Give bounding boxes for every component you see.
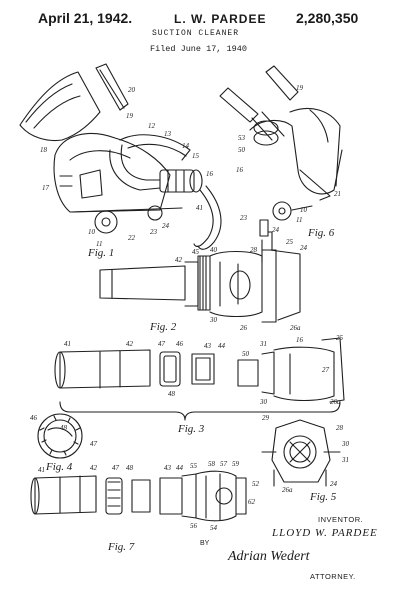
svg-text:56: 56 [190, 522, 198, 530]
figure-5-label: Fig. 5 [309, 491, 337, 503]
svg-text:58: 58 [208, 460, 216, 468]
svg-text:62: 62 [248, 498, 256, 506]
figure-6-drawing: 19 53 50 16 21 23 24 10 11 Fig. 6 [219, 65, 343, 263]
figure-7-drawing: 41 42 47 48 43 44 55 58 57 59 52 62 54 5… [30, 460, 260, 553]
patent-title: SUCTION CLEANER [152, 29, 240, 38]
svg-text:26a: 26a [282, 486, 293, 494]
svg-text:48: 48 [126, 464, 134, 472]
svg-text:57: 57 [220, 460, 228, 468]
svg-text:25: 25 [336, 334, 344, 342]
svg-text:31: 31 [341, 456, 349, 464]
svg-text:30: 30 [341, 440, 350, 448]
svg-text:12: 12 [148, 122, 156, 130]
figure-5-drawing: 29 28 30 31 26a 24 Fig. 5 [261, 414, 350, 503]
svg-text:44: 44 [218, 342, 226, 350]
svg-text:50: 50 [242, 350, 250, 358]
figure-1-drawing: 20 19 12 13 14 15 16 18 17 41 10 11 22 2… [19, 63, 222, 259]
figure-3-label: Fig. 3 [177, 423, 205, 435]
svg-text:26a: 26a [330, 398, 341, 406]
svg-text:41: 41 [38, 466, 45, 474]
svg-text:24: 24 [330, 480, 338, 488]
svg-text:29: 29 [262, 414, 270, 422]
svg-text:50: 50 [238, 146, 246, 154]
svg-text:24: 24 [300, 244, 308, 252]
svg-text:31: 31 [259, 340, 267, 348]
inventor-signature: LLOYD W. PARDEE [272, 527, 378, 539]
svg-text:27: 27 [322, 366, 330, 374]
by-label: BY [200, 540, 210, 547]
svg-text:16: 16 [236, 166, 244, 174]
inventor-header: L. W. PARDEE [174, 12, 267, 26]
svg-text:19: 19 [296, 84, 304, 92]
svg-text:21: 21 [334, 190, 341, 198]
svg-text:59: 59 [232, 460, 240, 468]
patent-number: 2,280,350 [296, 10, 359, 26]
svg-text:46: 46 [176, 340, 184, 348]
inventor-label: INVENTOR. [318, 515, 364, 524]
svg-text:46: 46 [30, 414, 38, 422]
svg-text:48: 48 [168, 390, 176, 398]
svg-text:17: 17 [42, 184, 50, 192]
svg-text:22: 22 [128, 234, 136, 242]
svg-text:48: 48 [60, 424, 68, 432]
patent-date: April 21, 1942. [38, 10, 133, 26]
svg-text:47: 47 [90, 440, 98, 448]
svg-text:42: 42 [175, 256, 183, 264]
svg-text:26a: 26a [290, 324, 301, 332]
svg-text:30: 30 [259, 398, 268, 406]
svg-text:53: 53 [238, 134, 246, 142]
svg-text:30: 30 [209, 316, 218, 324]
svg-text:15: 15 [192, 152, 200, 160]
svg-text:10: 10 [300, 206, 308, 214]
svg-text:40: 40 [210, 246, 218, 254]
attorney-label: ATTORNEY. [310, 572, 356, 581]
svg-text:23: 23 [240, 214, 248, 222]
svg-text:45: 45 [192, 248, 200, 256]
svg-text:47: 47 [112, 464, 120, 472]
svg-text:52: 52 [252, 480, 260, 488]
svg-text:26: 26 [240, 324, 248, 332]
figure-1-label: Fig. 1 [87, 247, 114, 259]
svg-text:25: 25 [286, 238, 294, 246]
figure-3-drawing: 41 42 47 46 43 44 50 31 16 27 25 48 30 2… [54, 334, 345, 435]
svg-text:44: 44 [176, 464, 184, 472]
figure-2-label: Fig. 2 [149, 321, 177, 333]
svg-text:23: 23 [150, 228, 158, 236]
svg-text:16: 16 [206, 170, 214, 178]
figure-6-label: Fig. 6 [307, 227, 335, 239]
svg-text:20: 20 [128, 86, 136, 94]
svg-text:16: 16 [296, 336, 304, 344]
svg-text:42: 42 [126, 340, 134, 348]
figure-2-drawing: 42 45 40 28 25 24 30 26 26a Fig. 2 [99, 231, 308, 333]
figure-4-label: Fig. 4 [45, 461, 73, 473]
svg-text:13: 13 [164, 130, 172, 138]
svg-text:43: 43 [164, 464, 172, 472]
svg-text:43: 43 [204, 342, 212, 350]
svg-text:14: 14 [182, 142, 190, 150]
figure-4-drawing: 46 48 47 Fig. 4 [30, 413, 98, 473]
svg-text:24: 24 [272, 226, 280, 234]
svg-text:28: 28 [336, 424, 344, 432]
svg-text:41: 41 [196, 204, 203, 212]
svg-text:10: 10 [88, 228, 96, 236]
attorney-signature: Adrian Wedert [228, 549, 310, 564]
svg-text:54: 54 [210, 524, 218, 532]
filed-date: Filed June 17, 1940 [150, 44, 247, 54]
svg-text:28: 28 [250, 246, 258, 254]
svg-text:19: 19 [126, 112, 134, 120]
svg-text:11: 11 [96, 240, 102, 248]
svg-text:55: 55 [190, 462, 198, 470]
svg-text:42: 42 [90, 464, 98, 472]
svg-text:41: 41 [64, 340, 71, 348]
svg-text:11: 11 [296, 216, 302, 224]
svg-text:47: 47 [158, 340, 166, 348]
svg-text:24: 24 [162, 222, 170, 230]
figure-7-label: Fig. 7 [107, 541, 135, 553]
svg-text:18: 18 [40, 146, 48, 154]
